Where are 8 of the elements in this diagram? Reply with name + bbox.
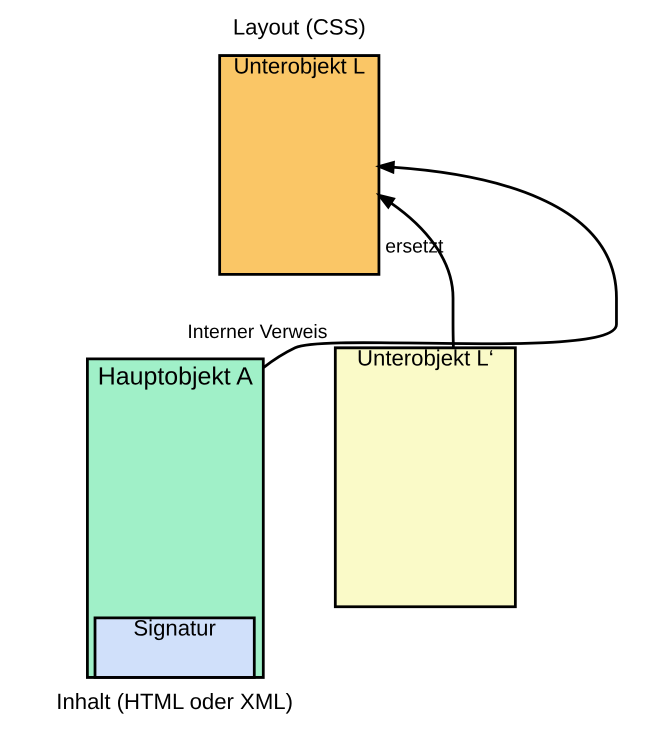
arrow [262,160,618,369]
node-box: Signatur [94,616,256,679]
node-label: Layout (CSS) [232,14,366,40]
edge-label: Interner Verweis [187,321,328,344]
node-box: Unterobjekt L [218,54,380,276]
arrow [376,193,455,348]
node-label: Inhalt (HTML oder XML) [56,689,293,714]
node-box: Unterobjekt L‘ [334,346,517,608]
